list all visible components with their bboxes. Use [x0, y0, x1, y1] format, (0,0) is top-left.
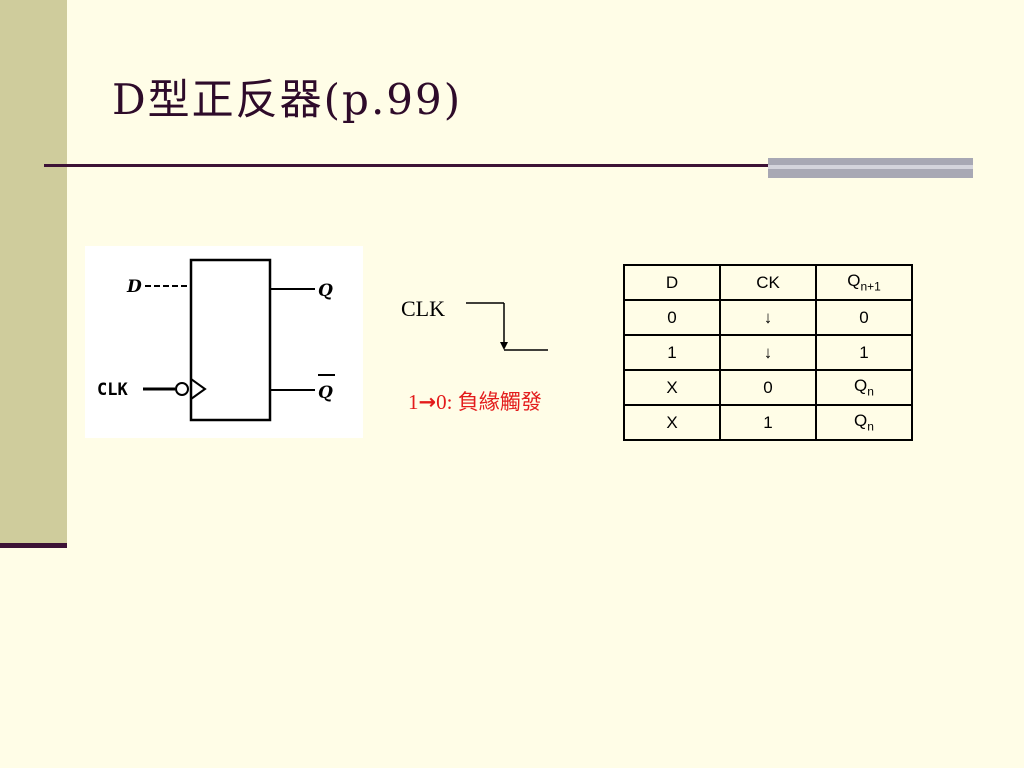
label-d: D	[126, 277, 142, 297]
table-header-cell-text: D	[665, 272, 679, 292]
clock-falling-edge-waveform	[466, 302, 548, 351]
table-cell: 0	[815, 299, 913, 336]
flipflop-body	[189, 258, 272, 422]
sidebar-rule	[0, 543, 67, 548]
arrow-down-icon	[500, 342, 508, 350]
sidebar-band	[0, 0, 67, 548]
table-row: 0 ↓ 0	[623, 299, 913, 336]
inversion-bubble	[175, 382, 189, 396]
table-cell-subscript: n	[867, 384, 874, 399]
title-underline	[44, 164, 768, 167]
table-cell: X	[623, 369, 721, 406]
flipflop-diagram: D Q Q CLK	[85, 246, 363, 438]
table-row: X 0 Qn	[623, 369, 913, 406]
table-cell-text: X	[666, 412, 678, 432]
table-header-cell-text: CK	[756, 272, 780, 292]
table-cell-text: 1	[859, 342, 869, 362]
table-cell-text: 1	[763, 412, 773, 432]
table-cell-text: 0	[859, 307, 869, 327]
table-cell: 1	[623, 334, 721, 371]
table-cell: X	[623, 404, 721, 441]
label-q-bar: Q	[318, 383, 333, 403]
table-cell: 0	[623, 299, 721, 336]
table-cell-text: X	[666, 377, 678, 397]
table-cell: ↓	[719, 334, 817, 371]
table-cell-text: Q	[854, 411, 868, 431]
table-header-cell-text: Q	[847, 271, 861, 291]
table-header-cell: D	[623, 264, 721, 301]
clock-edge-triangle	[190, 378, 207, 400]
table-cell: 0	[719, 369, 817, 406]
table-cell: 1	[719, 404, 817, 441]
table-cell-text: 0	[763, 377, 773, 397]
table-cell: Qn	[815, 369, 913, 406]
slide-title: D型正反器(p.99)	[112, 75, 463, 124]
table-header-cell-subscript: n+1	[860, 279, 881, 294]
label-clk: CLK	[97, 380, 128, 400]
table-cell-text: Q	[854, 376, 868, 396]
clock-label: CLK	[401, 296, 445, 321]
table-row: X 1 Qn	[623, 404, 913, 441]
edge-to-text: 0: 負緣觸發	[436, 390, 542, 414]
table-cell-text: 1	[667, 342, 677, 362]
table-cell-subscript: n	[867, 419, 874, 434]
arrow-right-icon: →	[418, 390, 437, 414]
table-header-row: D CK Qn+1	[623, 264, 913, 301]
edge-from-value: 1	[408, 390, 419, 414]
table-cell-text: 0	[667, 307, 677, 327]
flipflop-symbol: D Q Q CLK	[97, 258, 335, 422]
table-header-cell: CK	[719, 264, 817, 301]
title-accent-highlight	[768, 165, 973, 169]
table-cell: 1	[815, 334, 913, 371]
table-header-cell: Qn+1	[815, 264, 913, 301]
label-q: Q	[318, 281, 333, 301]
table-row: 1 ↓ 1	[623, 334, 913, 371]
table-cell-text: ↓	[763, 342, 773, 362]
table-cell: Qn	[815, 404, 913, 441]
table-cell: ↓	[719, 299, 817, 336]
table-cell-text: ↓	[763, 307, 773, 327]
negative-edge-note: 1→0: 負緣觸發	[408, 386, 542, 416]
